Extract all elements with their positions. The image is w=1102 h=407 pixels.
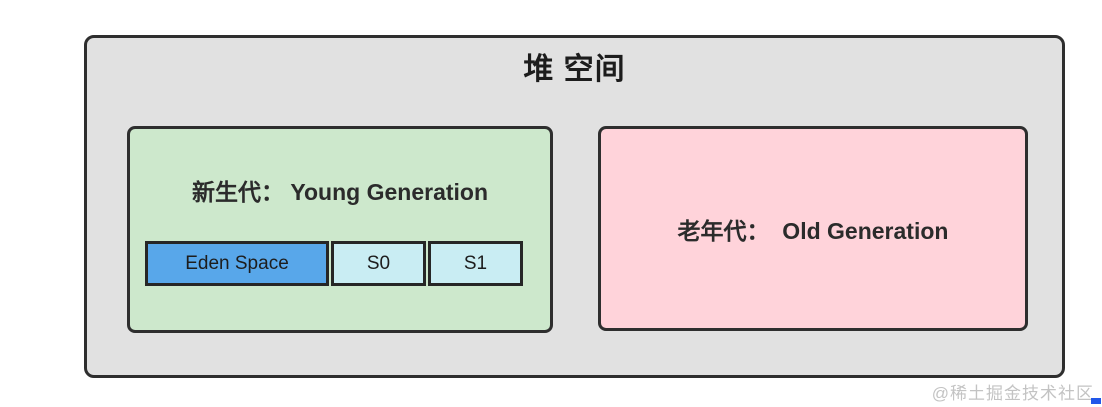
survivor-s1-box: S1 — [428, 241, 523, 286]
heap-space-box: 堆 空间 新生代： Young Generation Eden Space S0… — [84, 35, 1065, 378]
young-generation-regions: Eden Space S0 S1 — [145, 241, 523, 286]
heap-space-title: 堆 空间 — [523, 53, 626, 86]
old-generation-box: 老年代： Old Generation — [598, 126, 1028, 331]
old-generation-label: 老年代： Old Generation — [677, 217, 949, 244]
young-generation-box: 新生代： Young Generation Eden Space S0 S1 — [127, 126, 553, 333]
survivor-s0-box: S0 — [331, 241, 426, 286]
watermark-text: @稀土掘金技术社区 — [931, 384, 1094, 403]
young-generation-label: 新生代： Young Generation — [191, 179, 489, 205]
eden-space-box: Eden Space — [145, 241, 329, 286]
corner-blue-mark — [1091, 398, 1101, 404]
